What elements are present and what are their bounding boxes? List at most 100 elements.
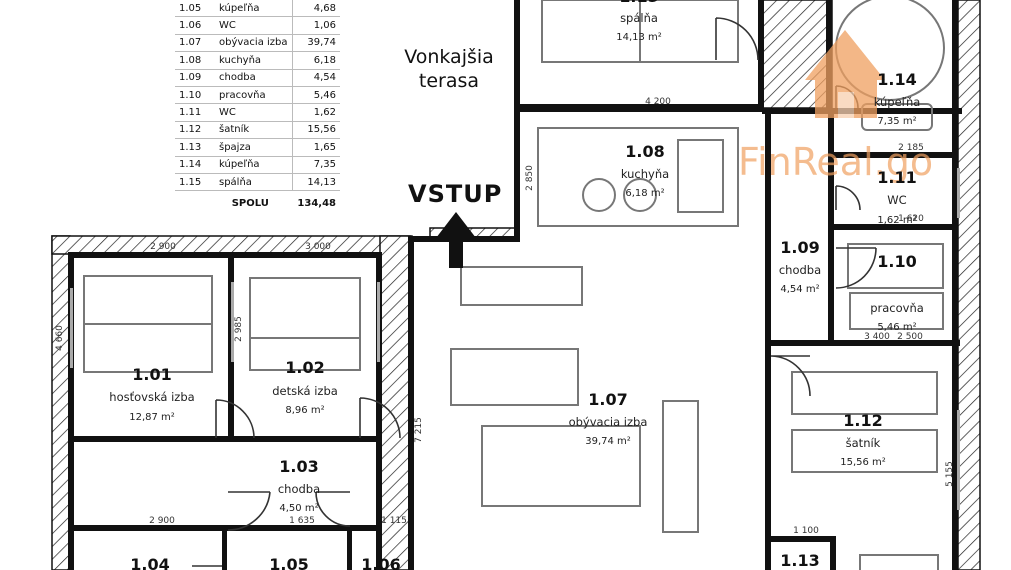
- svg-text:2 500: 2 500: [897, 332, 923, 342]
- room-area: 7,35: [292, 156, 340, 174]
- room-area: 4,68: [292, 0, 340, 18]
- svg-text:3 000: 3 000: [305, 242, 331, 252]
- room-1-14: 1.14 kúpeľňa 7,35 m²: [874, 70, 921, 127]
- svg-text:4 660: 4 660: [55, 325, 65, 351]
- svg-text:1.15: 1.15: [619, 0, 658, 6]
- svg-text:1 115: 1 115: [381, 516, 407, 526]
- room-1-01: 1.01 hosťovská izba 12,87 m²: [109, 365, 194, 423]
- svg-text:chodba: chodba: [278, 482, 320, 496]
- entry-label: VSTUP: [408, 180, 502, 208]
- svg-text:2 850: 2 850: [525, 165, 535, 191]
- svg-text:1.14: 1.14: [877, 70, 916, 89]
- area-table-total-row: SPOLU 134,48: [175, 191, 340, 216]
- svg-text:kuchyňa: kuchyňa: [621, 167, 669, 181]
- room-name: šatník: [215, 121, 293, 140]
- svg-text:1 620: 1 620: [898, 214, 924, 224]
- room-area: 1,65: [292, 138, 340, 157]
- svg-text:1.12: 1.12: [843, 411, 882, 430]
- dimension-labels: 4 200 2 850 2 900 3 000 4 660 2 985 7 21…: [55, 97, 955, 536]
- room-name: chodba: [215, 69, 293, 87]
- svg-text:7 215: 7 215: [414, 417, 424, 443]
- brand-house-icon: [805, 30, 885, 118]
- room-name: kúpeľňa: [215, 0, 293, 18]
- svg-text:1.07: 1.07: [588, 390, 627, 409]
- total-value: 134,48: [297, 197, 336, 209]
- svg-text:4,50 m²: 4,50 m²: [279, 503, 318, 514]
- svg-text:6,18 m²: 6,18 m²: [625, 188, 664, 199]
- wall-hatch-west: [51, 235, 71, 570]
- room-1-15: 1.15 spálňa 14,13 m²: [616, 0, 662, 43]
- brand-watermark: FinReal.go: [738, 140, 933, 184]
- svg-text:8,96 m²: 8,96 m²: [285, 405, 324, 416]
- room-1-05-id: 1.05: [269, 555, 308, 570]
- room-1-04-id: 1.04: [130, 555, 169, 570]
- room-code: 1.08: [175, 51, 215, 70]
- svg-text:5,46 m²: 5,46 m²: [877, 322, 916, 333]
- room-name: spálňa: [215, 173, 293, 192]
- room-name: WC: [215, 16, 293, 35]
- svg-text:1 100: 1 100: [793, 526, 819, 536]
- room-code: 1.07: [175, 34, 215, 53]
- svg-text:spálňa: spálňa: [620, 11, 658, 25]
- svg-text:15,56 m²: 15,56 m²: [840, 457, 886, 468]
- svg-text:1,62 m²: 1,62 m²: [877, 215, 916, 226]
- room-code: 1.05: [175, 0, 215, 18]
- svg-text:5 155: 5 155: [945, 461, 955, 487]
- room-1-09: 1.09 chodba 4,54 m²: [779, 238, 821, 295]
- room-name: kuchyňa: [215, 51, 293, 70]
- room-code: 1.12: [175, 121, 215, 140]
- svg-text:1.08: 1.08: [625, 142, 664, 161]
- room-1-11: 1.11 WC 1,62 m²: [877, 168, 916, 226]
- svg-text:12,87 m²: 12,87 m²: [129, 412, 175, 423]
- room-name: špajza: [215, 138, 293, 157]
- room-1-07: 1.07 obývacia izba 39,74 m²: [569, 390, 648, 447]
- room-area: 6,18: [292, 51, 340, 70]
- svg-text:2 185: 2 185: [898, 143, 924, 153]
- room-code: 1.06: [175, 16, 215, 35]
- room-1-03: 1.03 chodba 4,50 m²: [278, 457, 320, 514]
- svg-text:1 635: 1 635: [289, 516, 315, 526]
- room-area: 15,56: [292, 121, 340, 140]
- terrace-label-line2: terasa: [419, 70, 479, 92]
- room-name: WC: [215, 103, 293, 122]
- svg-text:2 985: 2 985: [234, 316, 244, 342]
- room-area: 39,74: [292, 34, 340, 53]
- room-name: kúpeľňa: [215, 156, 293, 174]
- room-area: 5,46: [292, 86, 340, 105]
- svg-text:1.01: 1.01: [132, 365, 171, 384]
- room-name: pracovňa: [215, 86, 293, 105]
- room-area: 4,54: [292, 69, 340, 87]
- doors: [192, 17, 877, 567]
- room-1-08: 1.08 kuchyňa 6,18 m²: [621, 142, 669, 199]
- svg-text:2 900: 2 900: [149, 516, 175, 526]
- room-1-12: 1.12 šatník 15,56 m²: [840, 411, 886, 468]
- room-area: 1,06: [292, 16, 340, 35]
- svg-text:hosťovská izba: hosťovská izba: [109, 390, 194, 404]
- svg-text:kúpeľňa: kúpeľňa: [874, 95, 921, 109]
- room-1-10: 1.10 pracovňa 5,46 m²: [870, 252, 924, 333]
- svg-text:7,35 m²: 7,35 m²: [877, 116, 916, 127]
- room-code: 1.13: [175, 138, 215, 157]
- room-code: 1.10: [175, 86, 215, 105]
- room-1-02: 1.02 detská izba 8,96 m²: [272, 358, 338, 416]
- room-area: 14,13: [292, 173, 340, 192]
- room-name: obývacia izba: [215, 34, 293, 53]
- room-code: 1.11: [175, 103, 215, 122]
- room-code: 1.14: [175, 156, 215, 174]
- room-area: 1,62: [292, 103, 340, 122]
- svg-text:pracovňa: pracovňa: [870, 301, 924, 315]
- walls: [68, 0, 962, 570]
- svg-text:39,74 m²: 39,74 m²: [585, 436, 631, 447]
- entry-arrow-icon: [436, 212, 476, 268]
- svg-text:1.09: 1.09: [780, 238, 819, 257]
- svg-text:1.11: 1.11: [877, 168, 916, 187]
